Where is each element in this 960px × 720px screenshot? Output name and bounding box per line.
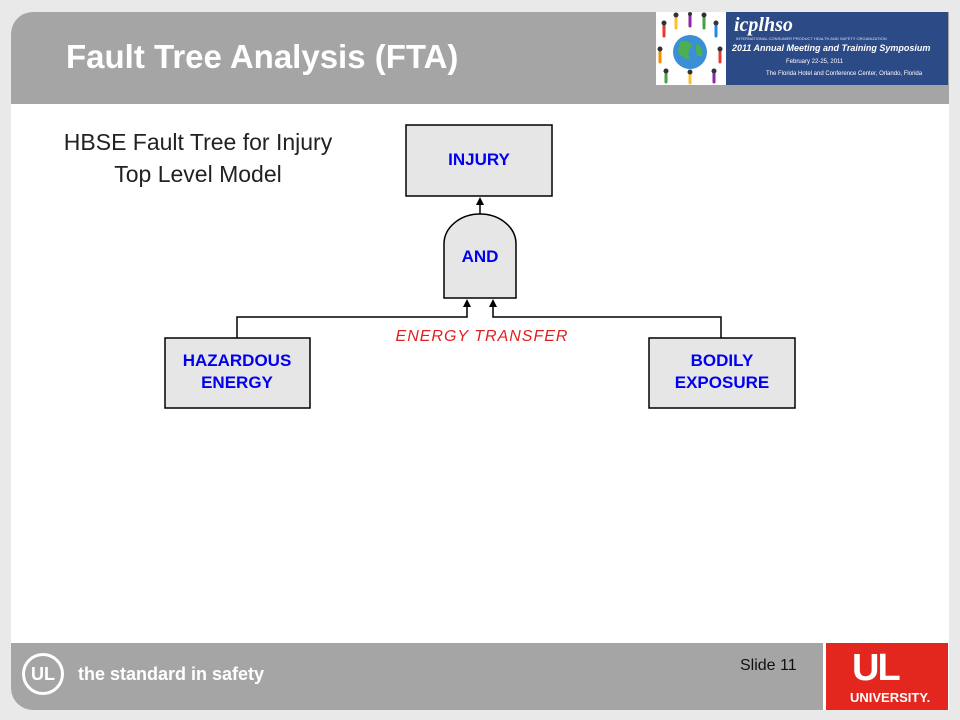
ul-university-logo: UL UNIVERSITY. [826,643,948,710]
icplhso-logo: icplhso [734,14,793,36]
subtitle-line-2: Top Level Model [114,161,282,187]
banner-dates: February 22-25, 2011 [786,59,844,65]
right-input-connector [489,299,722,338]
bodily-exposure-label-1: BODILY [691,351,754,370]
slide-number: Slide 11 [740,657,797,674]
and-gate-shape [443,213,517,299]
injury-event-label: INJURY [448,150,510,169]
hazardous-energy-label-2: ENERGY [201,373,273,392]
footer-tagline: the standard in safety [78,664,265,684]
injury-event-box [405,124,553,197]
bodily-exposure-box [648,337,796,409]
banner-event-title: 2011 Annual Meeting and Training Symposi… [732,43,931,53]
globe-people-icon [657,12,723,85]
footer-bar [11,643,823,710]
and-gate-label: AND [462,247,499,266]
conference-banner: icplhso INTERNATIONAL CONSUMER PRODUCT H… [656,12,948,85]
ul-circle-logo-icon: UL [22,653,64,695]
bodily-exposure-label-2: EXPOSURE [675,373,769,392]
ul-university-wordmark: UNIVERSITY. [850,690,931,705]
banner-info-panel: icplhso INTERNATIONAL CONSUMER PRODUCT H… [726,12,948,85]
slide-title: Fault Tree Analysis (FTA) [66,38,459,75]
banner-venue: The Florida Hotel and Conference Center,… [766,71,923,77]
hazardous-energy-box [164,337,311,409]
subtitle-line-1: HBSE Fault Tree for Injury [63,129,333,155]
banner-org-name: INTERNATIONAL CONSUMER PRODUCT HEALTH AN… [736,36,887,41]
slide-subtitle: HBSE Fault Tree for Injury Top Level Mod… [28,126,368,190]
hazardous-energy-label-1: HAZARDOUS [183,351,292,370]
left-input-connector [236,299,471,338]
energy-transfer-label: ENERGY TRANSFER [396,328,569,345]
ul-mark: UL [852,647,901,689]
